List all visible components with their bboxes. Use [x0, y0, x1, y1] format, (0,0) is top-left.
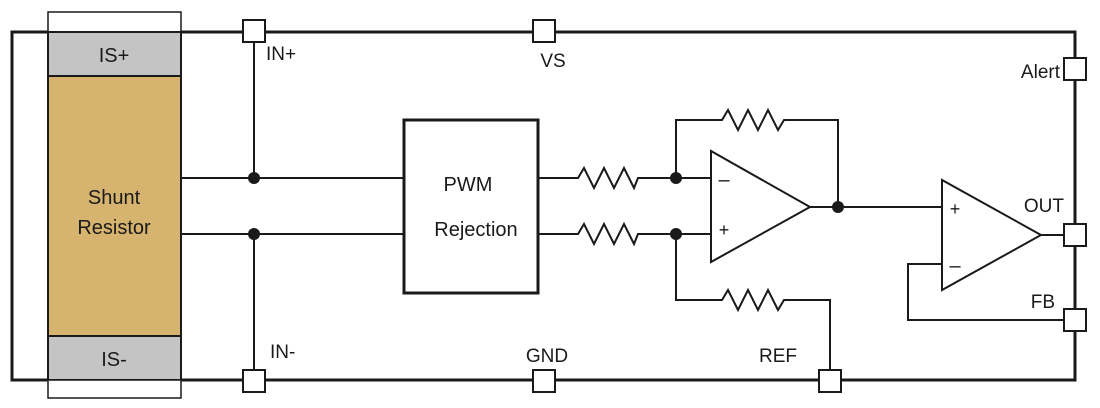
ic-boundary — [181, 30, 1077, 382]
pin-label-in-plus: IN+ — [266, 44, 296, 65]
outer-loop-left — [10, 30, 48, 382]
shunt-bottom-label: IS- — [101, 349, 127, 371]
amp1-minus-sign: – — [718, 169, 730, 191]
shunt-label-line1: Shunt — [88, 187, 141, 209]
pwm-block-line1: PWM — [444, 174, 493, 196]
shunt-top-label: IS+ — [99, 45, 130, 67]
pin-label-out: OUT — [1024, 196, 1065, 217]
pin-vs — [532, 19, 556, 43]
ref-resistor — [675, 234, 831, 372]
pin-alert — [1063, 57, 1087, 81]
feedback-resistor — [675, 107, 839, 207]
output-amplifier — [941, 178, 1044, 292]
junction-amp1-output — [832, 201, 844, 213]
pin-ref — [818, 369, 842, 393]
shunt-top-tab — [47, 11, 182, 33]
pin-label-in-minus: IN- — [270, 342, 295, 363]
fb-wire — [907, 263, 1064, 321]
pin-label-fb: FB — [1031, 292, 1055, 313]
difference-amplifier — [710, 149, 813, 264]
pin-gnd — [532, 369, 556, 393]
shunt-body — [47, 75, 182, 337]
pin-in-minus — [242, 369, 266, 393]
pin-label-ref: REF — [759, 346, 797, 367]
amp1-plus-sign: + — [719, 220, 730, 240]
amp2-minus-sign: – — [949, 255, 961, 277]
amp2-plus-sign: + — [950, 199, 961, 219]
pwm-rejection-block — [402, 118, 540, 295]
pin-label-gnd: GND — [526, 346, 568, 367]
input-resistor-top — [538, 165, 676, 191]
input-resistor-bottom — [538, 221, 676, 247]
junction-in-plus — [248, 172, 260, 184]
shunt-bottom-tab — [47, 379, 182, 399]
pin-label-alert: Alert — [1021, 62, 1061, 83]
pin-fb — [1063, 308, 1087, 332]
pin-in-plus — [242, 19, 266, 43]
shunt-label-line2: Resistor — [77, 217, 151, 239]
pwm-block-line2: Rejection — [434, 219, 517, 241]
shunt-resistor: IS+ Shunt Resistor IS- — [47, 11, 182, 399]
pin-label-vs: VS — [540, 51, 565, 72]
junction-in-minus — [248, 228, 260, 240]
pin-out — [1063, 223, 1087, 247]
